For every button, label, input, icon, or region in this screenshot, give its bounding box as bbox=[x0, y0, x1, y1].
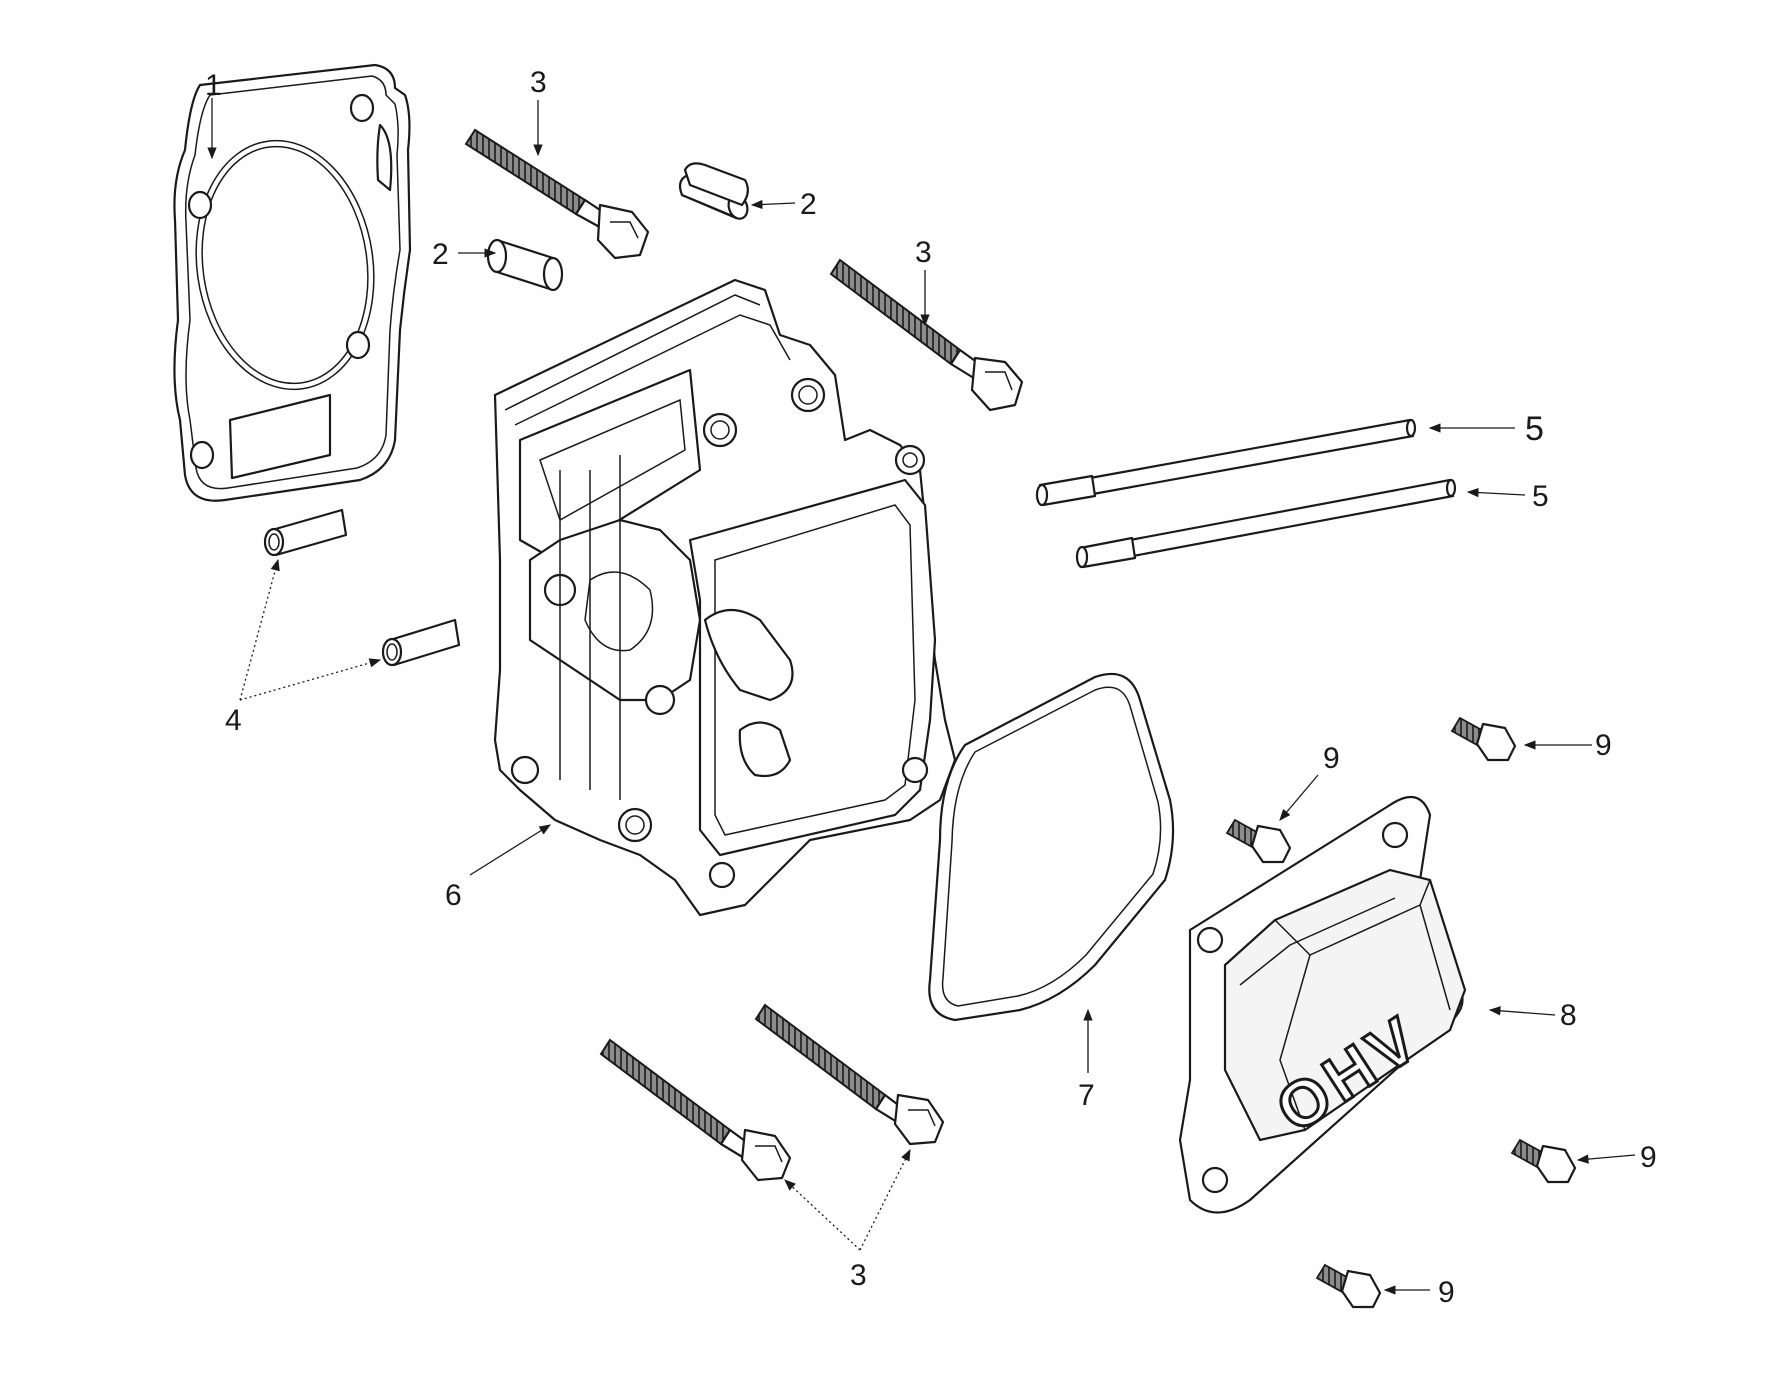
callout-7: 7 bbox=[1078, 1079, 1095, 1112]
leader-lines bbox=[207, 98, 1636, 1295]
callout-1: 1 bbox=[205, 69, 222, 102]
head-bolt-right bbox=[829, 258, 1024, 412]
callout-2-right: 2 bbox=[800, 188, 817, 221]
callout-9-upper-mid: 9 bbox=[1323, 742, 1340, 775]
head-bolt-lower-right bbox=[754, 1003, 945, 1146]
callout-6: 6 bbox=[445, 879, 462, 912]
cover-bolt-3 bbox=[1510, 1138, 1577, 1184]
callout-5-lower: 5 bbox=[1532, 480, 1549, 513]
callout-3-top: 3 bbox=[530, 66, 547, 99]
pin-lower bbox=[381, 618, 461, 667]
push-rod-lower bbox=[1075, 478, 1457, 569]
head-bolt-lower-left bbox=[599, 1038, 792, 1182]
cover-bolt-1 bbox=[1225, 818, 1292, 864]
valve-cover: OHV bbox=[1178, 795, 1467, 1214]
cover-bolt-2 bbox=[1450, 716, 1517, 762]
callout-9-upper-right: 9 bbox=[1595, 729, 1612, 762]
callout-2-left: 2 bbox=[432, 238, 449, 271]
callout-4: 4 bbox=[225, 704, 242, 737]
callout-3-bottom: 3 bbox=[850, 1259, 867, 1292]
callout-8: 8 bbox=[1560, 999, 1577, 1032]
cylinder-head bbox=[493, 278, 957, 917]
dowel-pin-left bbox=[486, 238, 564, 292]
callout-9-bottom: 9 bbox=[1438, 1276, 1455, 1309]
head-gasket bbox=[173, 63, 412, 502]
callout-5-upper: 5 bbox=[1525, 410, 1544, 448]
cover-bolt-4 bbox=[1315, 1263, 1382, 1309]
push-rod-upper bbox=[1035, 418, 1417, 507]
dowel-pin-upper bbox=[678, 162, 749, 220]
valve-cover-gasket bbox=[928, 672, 1175, 1022]
callout-3-right: 3 bbox=[915, 236, 932, 269]
pin-upper bbox=[263, 508, 348, 557]
head-bolt-top bbox=[464, 128, 650, 260]
callout-9-lower-right: 9 bbox=[1640, 1141, 1657, 1174]
callout-labels: 1 3 2 2 3 5 5 4 6 9 9 8 7 9 3 9 bbox=[205, 66, 1657, 1309]
